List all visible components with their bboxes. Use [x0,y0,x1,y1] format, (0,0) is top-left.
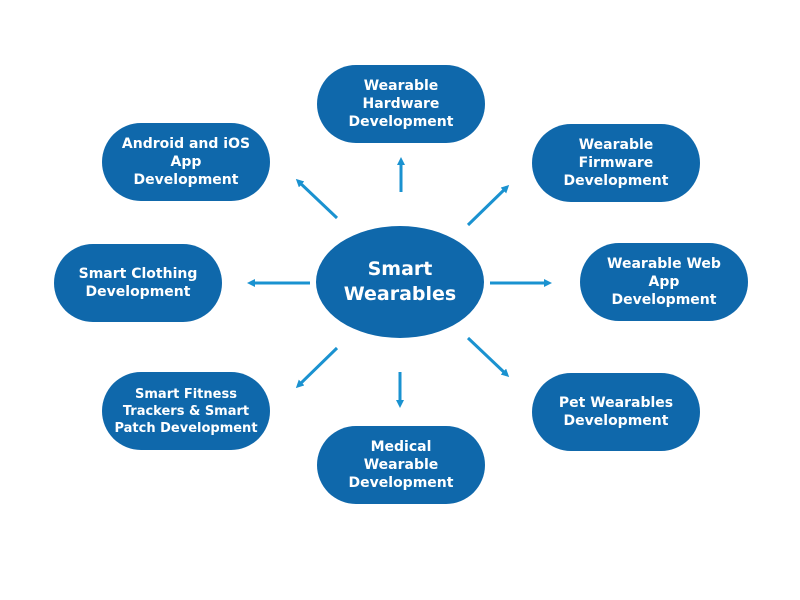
center-node-smart-wearables: Smart Wearables [316,226,484,338]
node-pet-wearables: Pet Wearables Development [532,373,700,451]
arrow-to-pet [466,336,510,378]
node-medical-wearable: Medical Wearable Development [317,426,485,504]
node-smart-fitness: Smart Fitness Trackers & Smart Patch Dev… [102,372,270,450]
arrow-to-android-ios [295,178,339,220]
arrow-to-fitness [295,346,339,389]
node-wearable-hardware: Wearable Hardware Development [317,65,485,143]
node-smart-clothing: Smart Clothing Development [54,244,222,322]
node-wearable-firmware: Wearable Firmware Development [532,124,700,202]
node-android-ios: Android and iOS App Development [102,123,270,201]
node-wearable-web-app: Wearable Web App Development [580,243,748,321]
arrow-to-firmware [466,184,510,227]
